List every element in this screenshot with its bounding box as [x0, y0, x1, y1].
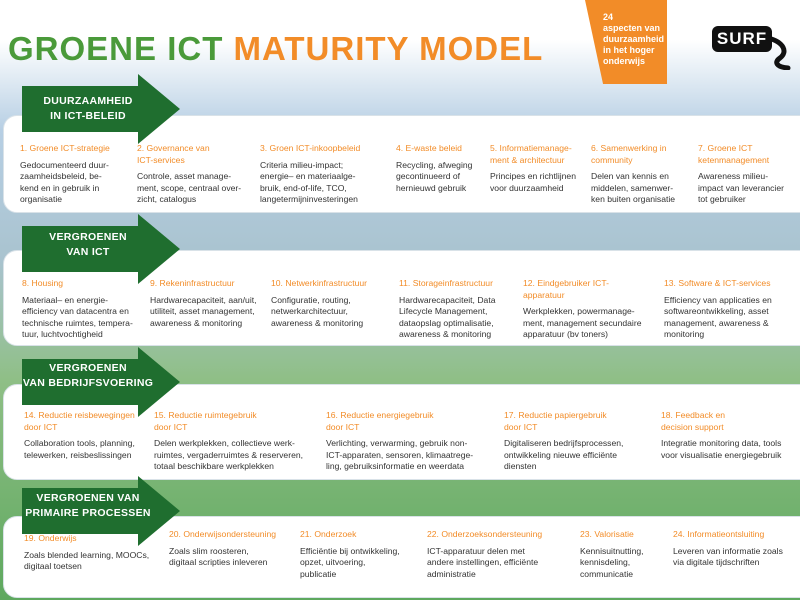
aspect-description: Verlichting, verwarming, gebruik non-ICT… — [326, 438, 474, 471]
aspect-description: Criteria milieu-impact;energie– en mater… — [260, 159, 358, 205]
aspect-description: Werkplekken, powermanage-ment, managemen… — [523, 306, 642, 339]
aspect-item: 1. Groene ICT-strategie Gedocumenteerd d… — [20, 143, 132, 206]
aspect-item: 19. Onderwijs Zoals blended learning, MO… — [24, 533, 169, 573]
aspect-title: 10. Netwerkinfrastructuur — [271, 278, 367, 288]
surf-logo-text: SURF — [712, 26, 772, 52]
aspect-description: Digitaliseren bedrijfsprocessen,ontwikke… — [504, 438, 624, 471]
aspect-title: 3. Groen ICT-inkoopbeleid — [260, 143, 361, 153]
aspect-description: Configuratie, routing,netwerkarchitectuu… — [271, 294, 364, 328]
aspect-item: 5. Informatiemanage-ment & architectuur … — [490, 143, 588, 194]
aspect-description: Gedocumenteerd duur-zaamheidsbeleid, be-… — [20, 159, 109, 205]
aspects-tag-line: onderwijs — [603, 56, 646, 66]
aspects-tag-line: aspecten van — [603, 23, 661, 33]
aspect-item: 21. Onderzoek Efficiëntie bij ontwikkeli… — [300, 529, 420, 580]
aspect-description: Controle, asset manage-ment, scope, cent… — [137, 171, 242, 204]
aspect-title: 13. Software & ICT-services — [664, 278, 771, 288]
aspect-title: 12. Eindgebruiker ICT-apparatuur — [523, 278, 609, 300]
aspect-description: Kennisuitnutting,kennisdeling,communicat… — [580, 545, 644, 579]
aspect-description: Collaboration tools, planning,telewerken… — [24, 438, 135, 460]
arrow-shape-icon — [22, 74, 180, 144]
aspect-item: 9. Rekeninfrastructuur Hardwarecapacitei… — [150, 278, 268, 329]
section-band-greening-ict: 8. Housing Materiaal– en energie-efficie… — [3, 250, 800, 346]
aspect-item: 3. Groen ICT-inkoopbeleid Criteria milie… — [260, 143, 388, 206]
title-part-green: GROENE ICT — [8, 30, 224, 67]
aspect-title: 21. Onderzoek — [300, 529, 357, 539]
aspect-item: 24. Informatieontsluiting Leveren van in… — [673, 529, 800, 569]
aspect-description: Materiaal– en energie-efficiency van dat… — [22, 294, 133, 340]
aspect-title: 23. Valorisatie — [580, 529, 634, 539]
aspect-title: 22. Onderzoeksondersteuning — [427, 529, 543, 539]
aspect-title: 1. Groene ICT-strategie — [20, 143, 110, 153]
aspect-item: 12. Eindgebruiker ICT-apparatuur Werkple… — [523, 278, 653, 341]
aspect-item: 11. Storageinfrastructuur Hardwarecapaci… — [399, 278, 511, 341]
aspect-description: Delen werkplekken, collectieve werk-ruim… — [154, 438, 304, 471]
aspect-description: Efficiëntie bij ontwikkeling,opzet, uitv… — [300, 545, 400, 579]
aspect-description: Hardwarecapaciteit, aan/uit,utiliteit, a… — [150, 294, 257, 328]
aspects-tag-line: 24 — [603, 12, 614, 22]
aspect-description: Zoals slim roosteren,digitaal scripties … — [169, 545, 268, 568]
aspect-item: 22. Onderzoeksondersteuning ICT-apparatu… — [427, 529, 567, 580]
aspect-item: 13. Software & ICT-services Efficiency v… — [664, 278, 798, 341]
aspect-item: 10. Netwerkinfrastructuur Configuratie, … — [271, 278, 389, 329]
aspect-title: 20. Onderwijsondersteuning — [169, 529, 277, 539]
arrow-shape-icon — [22, 214, 180, 284]
aspect-description: Zoals blended learning, MOOCs,digitaal t… — [24, 549, 150, 572]
aspect-title: 4. E-waste beleid — [396, 143, 462, 153]
aspect-title: 5. Informatiemanage-ment & architectuur — [490, 143, 572, 165]
aspect-title: 24. Informatieontsluiting — [673, 529, 765, 539]
aspects-tag: 24 aspecten van duurzaamheid in het hoge… — [585, 0, 667, 84]
aspects-tag-line: duurzaamheid — [603, 34, 665, 44]
section-band-ict-policy: 1. Groene ICT-strategie Gedocumenteerd d… — [3, 115, 800, 213]
aspect-item: 20. Onderwijsondersteuning Zoals slim ro… — [169, 529, 294, 569]
arrow-shape-icon — [22, 347, 180, 417]
aspect-item: 8. Housing Materiaal– en energie-efficie… — [22, 278, 150, 341]
aspects-tag-line: in het hoger — [603, 45, 655, 55]
surf-logo-swoosh-icon — [765, 35, 791, 70]
aspect-item: 23. Valorisatie Kennisuitnutting,kennisd… — [580, 529, 670, 580]
surf-logo: SURF — [712, 24, 792, 70]
aspect-title: 11. Storageinfrastructuur — [399, 278, 493, 288]
aspect-title: 8. Housing — [22, 278, 64, 288]
aspect-title: 19. Onderwijs — [24, 533, 77, 543]
page-title: GROENE ICT MATURITY MODEL — [8, 30, 543, 68]
aspect-title: 9. Rekeninfrastructuur — [150, 278, 235, 288]
arrow-shape-icon — [22, 476, 180, 546]
title-part-orange: MATURITY MODEL — [233, 30, 544, 67]
